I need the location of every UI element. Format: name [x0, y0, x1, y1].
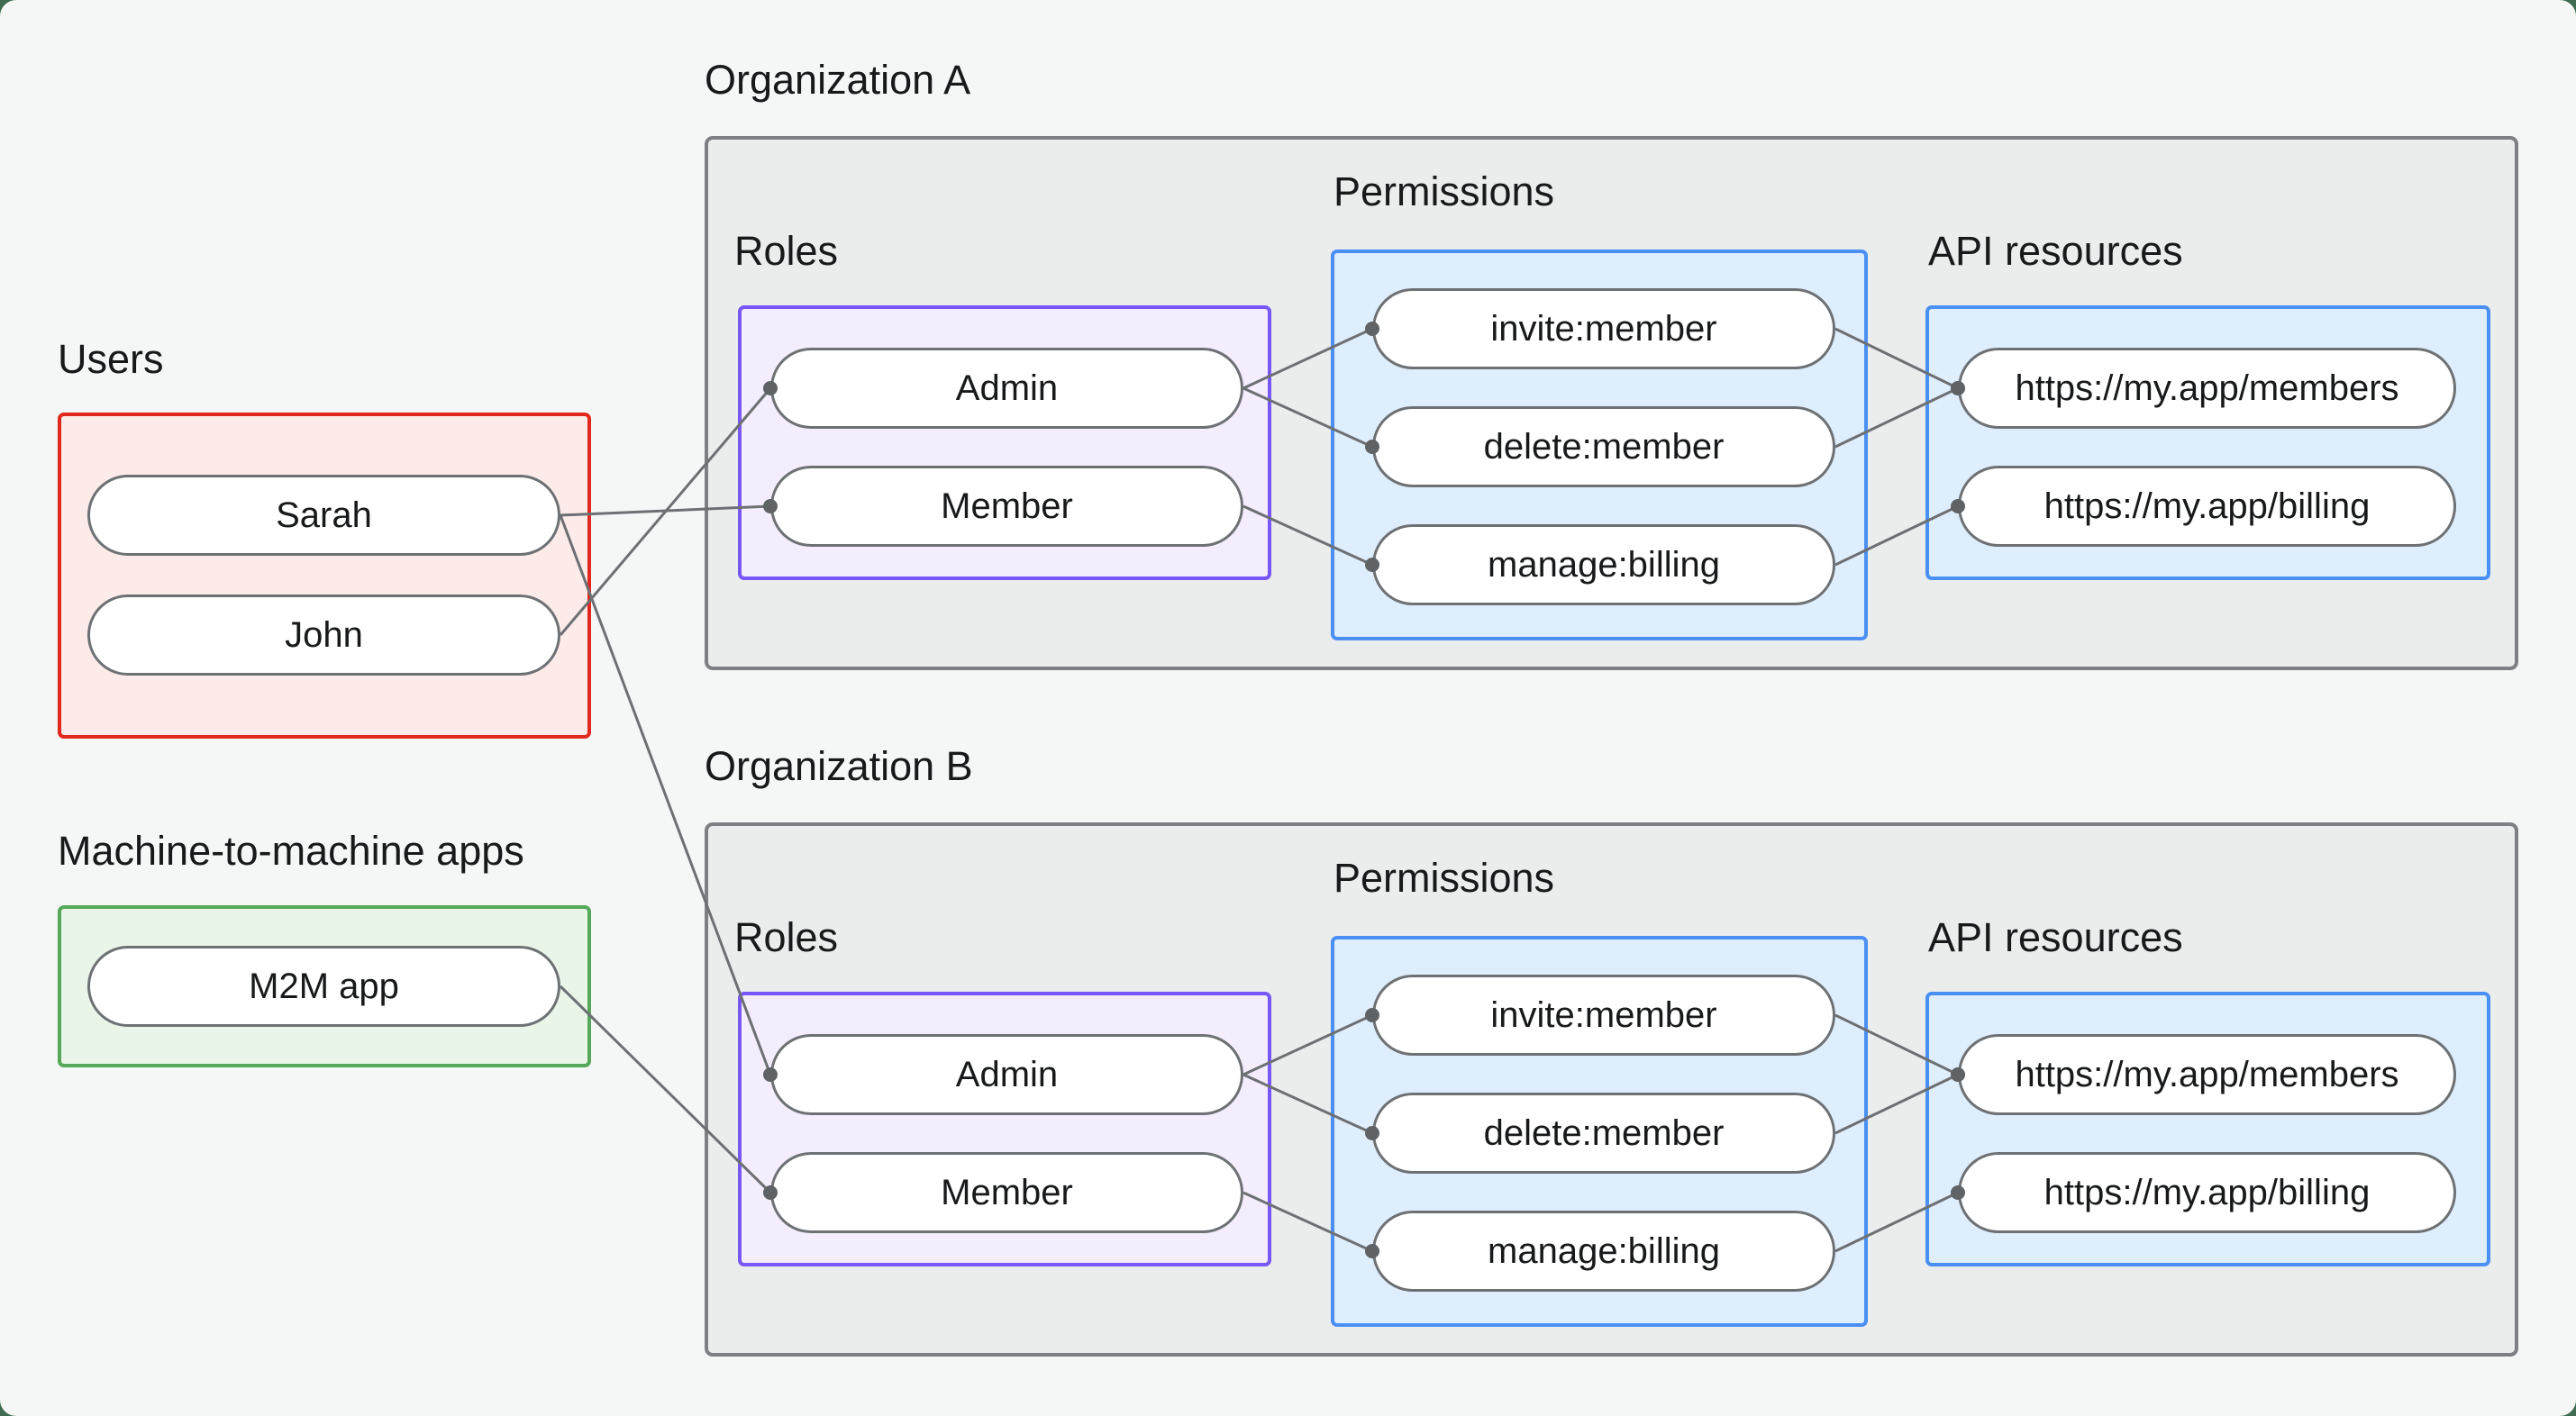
org-b-api-resources-label: API resources: [1928, 914, 2183, 960]
m2m-apps-label: Machine-to-machine apps: [58, 828, 524, 874]
org-a-permission-pill-delete-member: delete:member: [1372, 406, 1835, 487]
org-b-permission-pill-delete-member: delete:member: [1372, 1093, 1835, 1174]
org-a-permission-pill-invite-member: invite:member: [1372, 288, 1835, 369]
user-pill-john: John: [87, 595, 560, 676]
org-b-role-pill-member: Member: [770, 1152, 1243, 1233]
user-pill-sarah: Sarah: [87, 475, 560, 556]
org-b-permission-pill-manage-billing: manage:billing: [1372, 1211, 1835, 1292]
org-a-api-pill-members: https://my.app/members: [1958, 348, 2456, 429]
org-b-api-pill-members: https://my.app/members: [1958, 1034, 2456, 1115]
org-a-permission-pill-manage-billing: manage:billing: [1372, 524, 1835, 605]
m2m-app-pill: M2M app: [87, 946, 560, 1027]
org-a-roles-label: Roles: [734, 228, 839, 274]
org-b-role-pill-admin: Admin: [770, 1034, 1243, 1115]
org-b-roles-label: Roles: [734, 914, 839, 960]
organization-a-label: Organization A: [705, 57, 971, 103]
users-group-box: [58, 413, 591, 739]
org-a-role-pill-member: Member: [770, 466, 1243, 547]
org-a-api-pill-billing: https://my.app/billing: [1958, 466, 2456, 547]
org-a-role-pill-admin: Admin: [770, 348, 1243, 429]
org-a-api-resources-label: API resources: [1928, 228, 2183, 274]
org-b-permissions-label: Permissions: [1334, 855, 1555, 901]
org-b-permission-pill-invite-member: invite:member: [1372, 975, 1835, 1056]
org-a-permissions-label: Permissions: [1334, 168, 1555, 214]
organization-b-label: Organization B: [705, 743, 973, 789]
users-label: Users: [58, 336, 164, 382]
org-b-api-pill-billing: https://my.app/billing: [1958, 1152, 2456, 1233]
